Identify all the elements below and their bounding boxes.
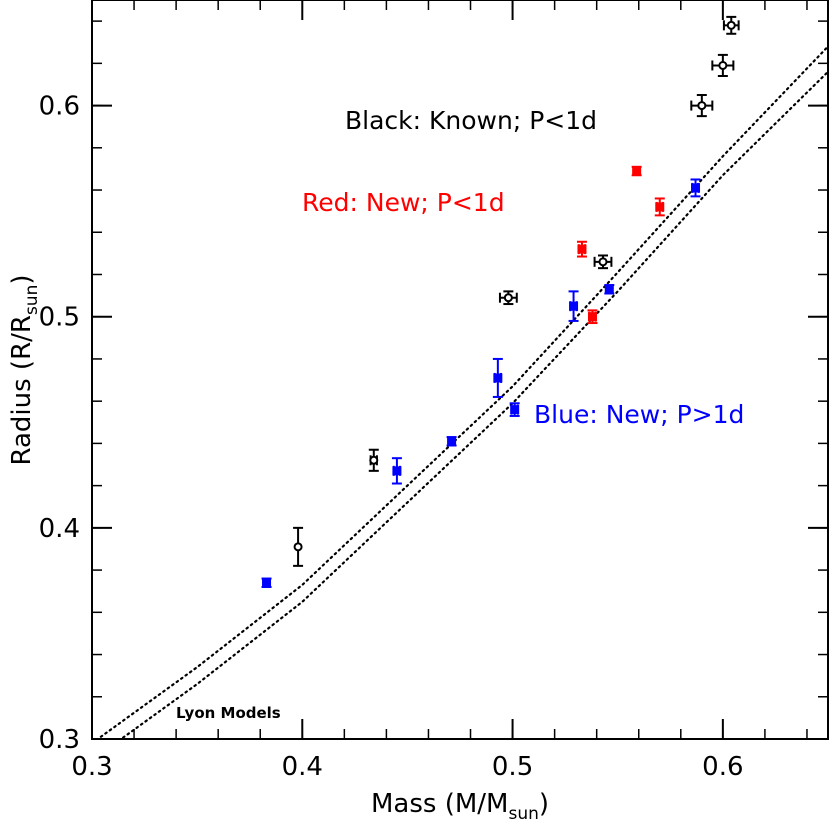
data-point	[576, 240, 587, 258]
point-marker	[726, 20, 736, 30]
data-point	[690, 94, 714, 118]
data-point	[568, 290, 579, 322]
x-tick-label: 0.5	[492, 752, 533, 782]
point-marker	[493, 373, 503, 383]
data-point	[446, 436, 457, 447]
data-point	[509, 402, 520, 417]
data-point	[492, 357, 503, 398]
x-axis-title: Mass (M/Msun)	[371, 789, 549, 821]
annotation-blue-new: Blue: New; P>1d	[534, 400, 744, 429]
data-point	[293, 526, 304, 567]
point-marker	[503, 293, 513, 303]
y-tick-label: 0.5	[39, 303, 80, 333]
point-marker	[598, 257, 608, 267]
lyon-model-curve	[95, 45, 828, 739]
point-marker	[369, 455, 379, 465]
data-point	[587, 309, 598, 325]
point-marker	[510, 405, 520, 415]
model-curves	[95, 45, 828, 739]
point-marker	[691, 183, 701, 193]
data-point	[368, 448, 379, 472]
x-tick-label: 0.3	[71, 752, 112, 782]
data-point	[593, 254, 613, 270]
annotation-red-new: Red: New; P<1d	[302, 188, 505, 217]
lyon-model-curve	[119, 70, 828, 739]
point-marker	[655, 202, 665, 212]
point-marker	[697, 101, 707, 111]
x-tick-label: 0.6	[702, 752, 743, 782]
data-point	[711, 53, 735, 78]
point-marker	[577, 244, 587, 254]
data-points	[261, 15, 740, 588]
point-marker	[587, 312, 597, 322]
data-point	[498, 290, 518, 306]
data-point	[604, 284, 615, 295]
point-marker	[632, 166, 642, 176]
y-tick-label: 0.3	[39, 725, 80, 755]
y-tick-label: 0.6	[39, 92, 80, 122]
y-axis-title: Radius (R/Rsun)	[7, 274, 42, 465]
annotation-lyon-models: Lyon Models	[176, 704, 281, 722]
annotation-black-known: Black: Known; P<1d	[345, 106, 597, 135]
point-marker	[569, 301, 579, 311]
data-point	[261, 577, 272, 588]
plot-frame	[91, 0, 829, 740]
point-marker	[718, 60, 728, 70]
y-tick-label: 0.4	[39, 514, 80, 544]
data-point	[391, 457, 402, 485]
data-point	[690, 178, 701, 198]
x-tick-label: 0.4	[282, 752, 323, 782]
point-marker	[392, 466, 402, 476]
data-point	[654, 197, 665, 217]
point-marker	[447, 436, 457, 446]
point-marker	[262, 578, 272, 588]
point-marker	[293, 542, 303, 552]
data-point	[722, 15, 740, 35]
axis-ticks: 0.3 0.4 0.5 0.6 0.3 0.4 0.5 0.6	[39, 0, 828, 782]
point-marker	[604, 284, 614, 294]
data-point	[631, 165, 642, 177]
